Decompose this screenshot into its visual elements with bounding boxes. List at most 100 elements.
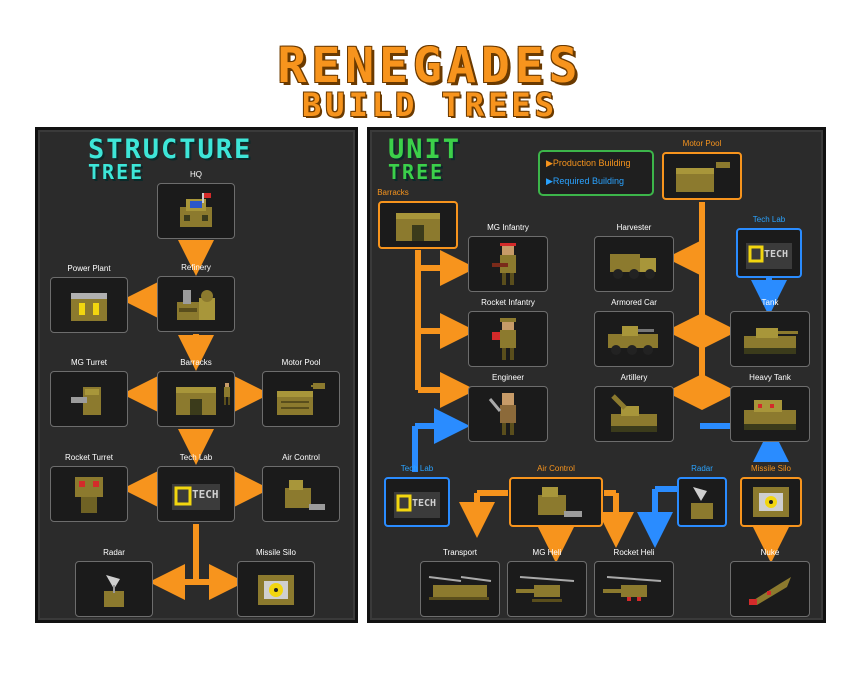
unit-node-nuke[interactable]: Nuke	[730, 548, 810, 617]
mg-turret-icon	[71, 387, 101, 415]
node-hq-label: HQ	[190, 170, 202, 179]
node-barracks-label: Barracks	[180, 358, 212, 367]
unit-node-rocket-heli[interactable]: Rocket Heli	[594, 548, 674, 617]
hq-building-icon	[180, 193, 212, 227]
node-tech-lab-box	[157, 466, 235, 522]
unit-node-transport-label: Transport	[443, 548, 477, 557]
legend-production-label: Production Building	[552, 158, 631, 168]
motor-pool-icon	[676, 162, 730, 192]
unit-node-motor-pool[interactable]: Motor Pool	[662, 139, 742, 200]
unit-node-radar[interactable]: Radar	[677, 464, 727, 527]
unit-node-artillery[interactable]: Artillery	[594, 373, 674, 442]
unit-node-armored-car[interactable]: Armored Car	[594, 298, 674, 367]
motor-pool-icon	[277, 383, 325, 415]
node-air-control[interactable]: Air Control	[262, 453, 340, 522]
engineer-icon	[488, 393, 516, 435]
unit-node-missile-silo[interactable]: Missile Silo	[740, 464, 802, 527]
legend-required-label: Required Building	[552, 176, 624, 186]
node-barracks[interactable]: Barracks	[157, 358, 235, 427]
node-missile-silo[interactable]: Missile Silo	[237, 548, 315, 617]
unit-node-missile-silo-label: Missile Silo	[750, 464, 791, 473]
harvester-icon	[610, 254, 656, 279]
rocket-turret-icon	[75, 477, 103, 513]
legend-production: ▶Production Building	[546, 158, 631, 168]
svg-text:TECH: TECH	[192, 488, 219, 501]
unit-node-air-control[interactable]: Air Control	[509, 464, 603, 527]
unit-node-rocket-infantry[interactable]: Rocket Infantry	[468, 298, 548, 367]
node-mg-turret[interactable]: MG Turret	[50, 358, 128, 427]
refinery-icon	[177, 290, 215, 320]
node-missile-silo-box	[237, 561, 315, 617]
power-plant-icon	[71, 293, 107, 321]
unit-node-tech-lab-bottom-label: Tech Lab	[400, 464, 434, 473]
unit-node-rocket-heli-label: Rocket Heli	[613, 548, 655, 557]
tech-lab-icon: TECH	[394, 492, 440, 518]
unit-node-engineer[interactable]: Engineer	[468, 373, 548, 442]
unit-node-heavy-tank[interactable]: Heavy Tank	[730, 373, 810, 442]
unit-title-tree: TREE	[388, 160, 445, 184]
unit-node-radar-box	[677, 477, 727, 527]
unit-node-barracks-label: Barracks	[377, 188, 409, 197]
node-power-plant[interactable]: Power Plant	[50, 264, 128, 333]
unit-node-tank-label: Tank	[761, 298, 779, 307]
unit-node-nuke-label: Nuke	[760, 548, 780, 557]
unit-node-rocket-infantry-label: Rocket Infantry	[481, 298, 535, 307]
node-rocket-turret-label: Rocket Turret	[64, 453, 113, 462]
node-power-plant-label: Power Plant	[67, 264, 111, 273]
node-tech-lab-label: Tech Lab	[179, 453, 213, 462]
unit-node-harvester[interactable]: Harvester	[594, 223, 674, 292]
node-radar[interactable]: Radar	[75, 548, 153, 617]
heavy-tank-icon	[744, 400, 796, 430]
unit-node-mg-infantry[interactable]: MG Infantry	[468, 223, 548, 292]
missile-silo-icon	[258, 575, 294, 605]
node-hq[interactable]: HQ	[157, 170, 235, 239]
unit-title: UNIT	[388, 134, 462, 165]
unit-node-transport[interactable]: Transport	[420, 548, 500, 617]
node-missile-silo-label: Missile Silo	[255, 548, 296, 557]
unit-node-tech-lab-top[interactable]: Tech Lab TECH	[736, 215, 802, 278]
svg-text:TECH: TECH	[764, 249, 788, 260]
tech-lab-icon: TECH	[172, 484, 220, 510]
svg-text:TECH: TECH	[412, 498, 436, 509]
node-motor-pool[interactable]: Motor Pool	[262, 358, 340, 427]
air-control-icon	[285, 480, 325, 510]
node-motor-pool-label: Motor Pool	[281, 358, 321, 367]
tech-lab-icon: TECH	[746, 243, 792, 269]
node-refinery-label: Refinery	[181, 263, 211, 272]
nuke-missile-icon	[749, 577, 791, 605]
unit-node-armored-car-label: Armored Car	[611, 298, 657, 307]
legend: ▶Production Building ▶Required Building	[538, 150, 654, 196]
structure-title: STRUCTURE	[88, 134, 253, 165]
rocket-infantry-icon	[492, 318, 516, 360]
transport-helicopter-icon	[428, 576, 492, 600]
soldier-sprite-icon	[224, 383, 230, 405]
unit-node-mg-heli-label: MG Heli	[532, 548, 562, 557]
unit-node-tank[interactable]: Tank	[730, 298, 810, 367]
tank-icon	[744, 328, 798, 354]
node-mg-turret-label: MG Turret	[70, 358, 107, 367]
mg-infantry-icon	[492, 243, 516, 285]
barracks-icon	[396, 213, 440, 241]
radar-icon	[691, 487, 713, 519]
node-refinery[interactable]: Refinery	[157, 263, 235, 332]
unit-node-nuke-box	[730, 561, 810, 617]
node-air-control-label: Air Control	[282, 453, 320, 462]
unit-node-tech-lab-bottom[interactable]: Tech Lab TECH	[384, 464, 450, 527]
node-radar-label: Radar	[103, 548, 125, 557]
node-rocket-turret[interactable]: Rocket Turret	[50, 453, 128, 522]
unit-node-motor-pool-label: Motor Pool	[682, 139, 722, 148]
unit-node-engineer-label: Engineer	[491, 373, 525, 382]
main-title: RENEGADES	[277, 38, 583, 94]
unit-node-mg-infantry-label: MG Infantry	[487, 223, 529, 232]
legend-required: ▶Required Building	[546, 176, 624, 186]
node-tech-lab[interactable]: Tech Lab TECH	[157, 453, 235, 522]
structure-title-tree: TREE	[88, 160, 145, 184]
unit-node-mg-heli[interactable]: MG Heli	[507, 548, 587, 617]
unit-node-tech-lab-top-label: Tech Lab	[752, 215, 786, 224]
air-control-icon	[538, 487, 582, 517]
barracks-icon	[176, 387, 216, 415]
unit-node-barracks[interactable]: Barracks	[377, 188, 458, 249]
unit-node-heavy-tank-label: Heavy Tank	[749, 373, 791, 382]
unit-node-harvester-label: Harvester	[616, 223, 652, 232]
